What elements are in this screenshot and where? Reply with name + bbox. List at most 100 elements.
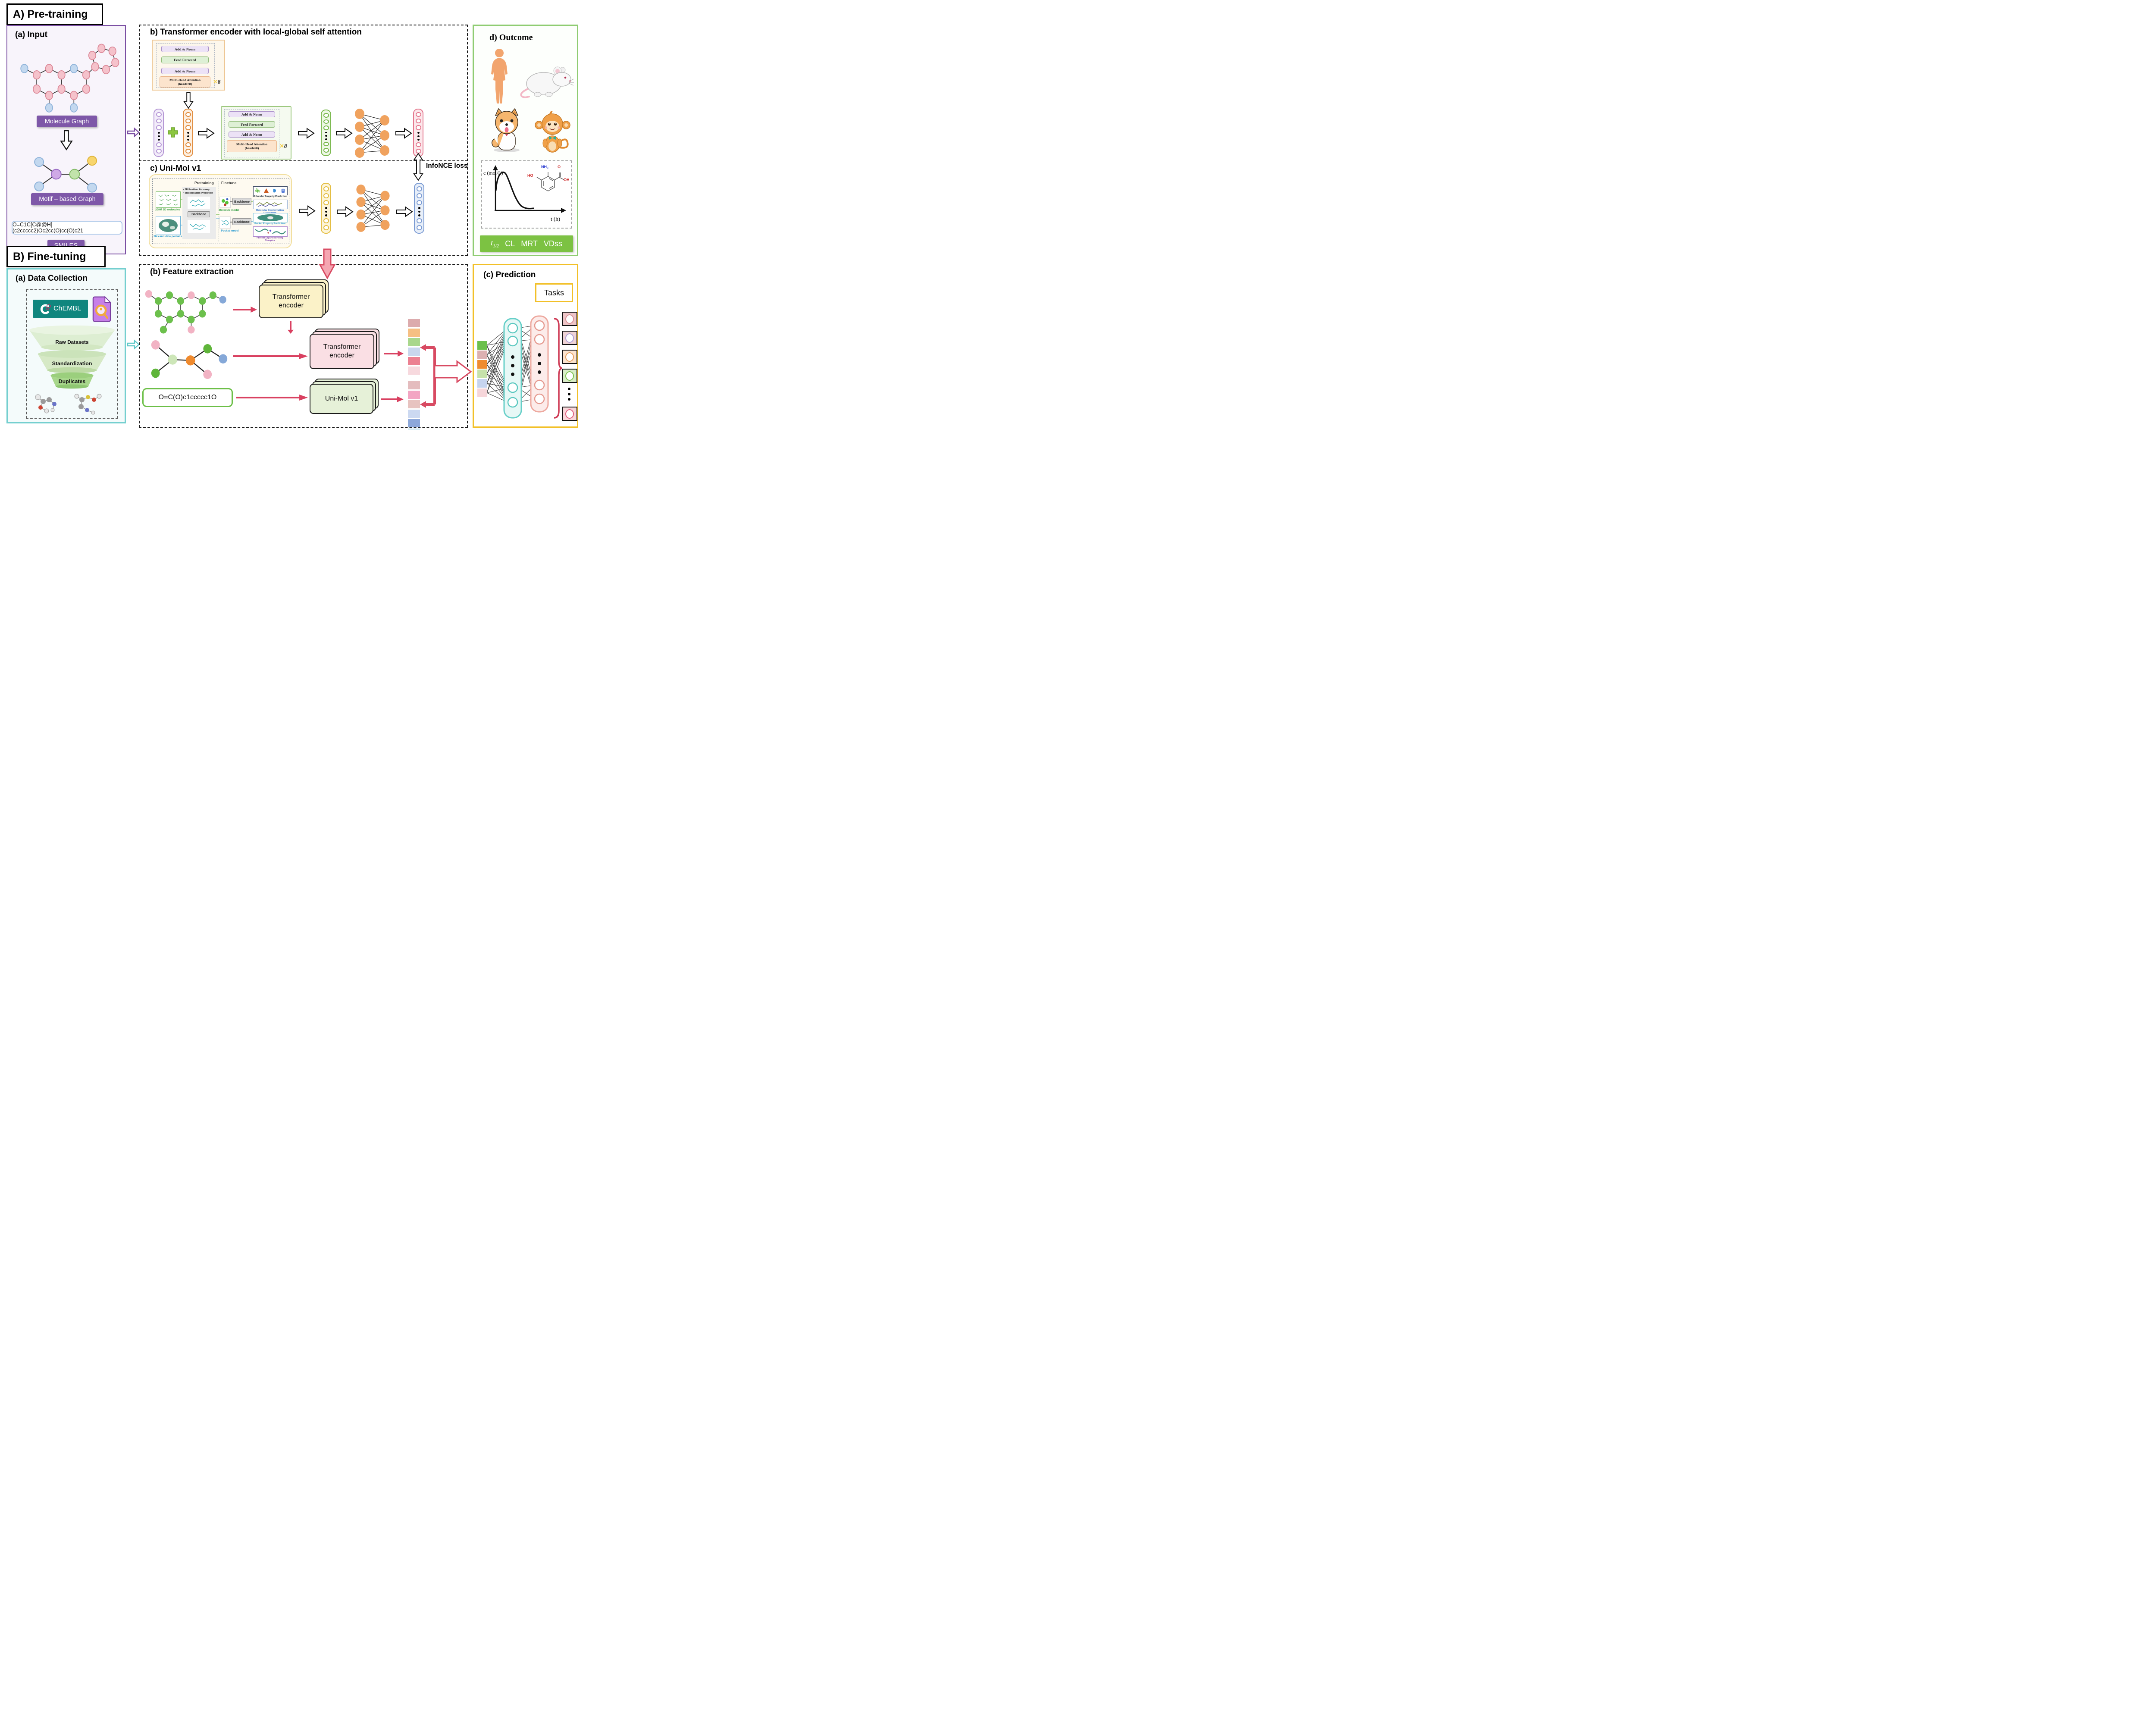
- human-icon: [491, 49, 508, 103]
- add-norm-3: Add & Norm: [229, 111, 275, 117]
- unimol-conformer-thumb-2: [188, 220, 210, 233]
- unimol-title: c) Uni-Mol v1: [150, 164, 201, 173]
- unimol-molecule-thumb: [219, 197, 231, 208]
- transformer-encoder-label-2: Transformer encoder: [323, 343, 361, 359]
- pk-metrics-bar: t1/2 CL MRT VDss: [480, 235, 573, 252]
- token-vector-orange: [183, 109, 193, 157]
- unimol-output-1-label: Molecular Property Prediction: [253, 195, 287, 198]
- smiles2-box: O=C(O)c1ccccc1O: [142, 388, 233, 407]
- chevron-arrow-6: [337, 206, 354, 217]
- feature-extraction-box: [139, 264, 468, 428]
- projection-network-2: [356, 185, 390, 232]
- red-arrow-4: [236, 395, 308, 401]
- chembl-label: ChEMBL: [53, 305, 81, 312]
- infonce-arrow: [413, 153, 423, 181]
- tasks-brace: [554, 318, 563, 419]
- unimol-conformer-thumb-1: [188, 197, 210, 209]
- metric-vdss: VDss: [543, 239, 562, 248]
- monkey-icon: [535, 111, 570, 153]
- feature-extraction-title: (b) Feature extraction: [150, 267, 234, 276]
- add-norm-4: Add & Norm: [229, 132, 275, 138]
- encoder-title: b) Transformer encoder with local-global…: [150, 28, 362, 37]
- prediction-network: [477, 315, 549, 419]
- metric-mrt: MRT: [521, 239, 538, 248]
- unimol-pocket-model-label: Pocket model: [221, 229, 239, 232]
- unimol-output-thumb-2: [253, 200, 288, 209]
- smiles-value-box: O=C1C[C@@H](c2ccccc2)Oc2cc(O)cc(O)c21: [12, 221, 122, 235]
- finetuning-title-box: B) Fine-tuning: [6, 246, 106, 267]
- feature-column-transformer: [408, 319, 420, 375]
- transformer-encoder-stack-yellow: Transformer encoder: [259, 279, 329, 318]
- data-funnel: Raw Datasets Standardization Duplicates: [29, 325, 115, 389]
- output-vector-blue: [414, 183, 424, 234]
- times-count: 8: [284, 143, 287, 149]
- pk-chart: [493, 165, 566, 213]
- pretrain-to-finetune-arrow: [319, 248, 336, 280]
- input-to-encoder-arrow: [127, 127, 140, 138]
- unimol-molecules-label: 209M 3D molecules: [155, 208, 181, 211]
- plus-icon: [168, 127, 178, 138]
- transformer-encoder-block: Add & Norm Feed Forward Add & Norm Multi…: [221, 106, 291, 160]
- metric-cl: CL: [505, 239, 515, 248]
- unimol-output-thumb-1: [253, 186, 288, 195]
- unimol-molecules-thumb: [156, 191, 181, 208]
- unimol-finetune-label: Finetune: [221, 181, 237, 185]
- feature-column-unimol: [408, 381, 420, 429]
- multi-head-attention-2: Multi-Head Attention (heads=8): [227, 140, 277, 152]
- feed-forward-1: Feed Forward: [161, 56, 209, 63]
- figure-canvas: A) Pre-training (a) Input: [0, 0, 585, 429]
- standardization-label: Standardization: [52, 360, 92, 367]
- unimol-output-4-label: Protein-Ligand Binding Complex: [257, 237, 283, 242]
- molecule-graph-label: Molecule Graph: [37, 116, 97, 127]
- projection-network-1: [355, 109, 389, 158]
- feed-forward-2: Feed Forward: [229, 121, 275, 128]
- outcome-panel: d) Outcome: [473, 25, 578, 256]
- unimol-backbone-1: Backbone: [188, 211, 210, 217]
- dog-icon: [492, 108, 520, 152]
- motif-graph: [34, 156, 97, 193]
- molecule-graph: [20, 44, 119, 113]
- chembl-logo: ChEMBL: [33, 300, 88, 318]
- chem-o-label: O: [558, 165, 561, 169]
- unimol-bullet-2: • Masked Atom Prediction: [183, 192, 213, 194]
- pk-y-axis-label: c (mol/L): [483, 170, 503, 176]
- unimol-figure: Pretraining Finetune 209M 3D molecules 3…: [149, 174, 292, 248]
- chevron-arrow-1: [198, 128, 215, 139]
- pk-x-axis-label: t (h): [551, 216, 561, 222]
- red-arrow-5: [381, 396, 404, 402]
- token-vector-purple: [154, 109, 164, 157]
- unimol-stack: Uni-Mol v1: [310, 379, 379, 414]
- input-panel: (a) Input: [6, 25, 126, 254]
- chem-ho-label: HO: [527, 173, 533, 178]
- embedding-vector-green: [321, 110, 331, 156]
- pk-chart-box: c (mol/L) t (h) HO NH₂ O OH: [481, 160, 572, 229]
- chem-nh2-label: NH₂: [541, 165, 548, 169]
- unimol-stack-label: Uni-Mol v1: [325, 395, 358, 402]
- task-box-1: [562, 312, 577, 326]
- task-box-4: [562, 369, 577, 383]
- unimol-output-thumb-3: [253, 213, 288, 222]
- unimol-output-3-label: Pocket Property Prediction: [254, 222, 285, 225]
- chem-oh-label: OH: [564, 178, 570, 182]
- unimol-connectors: [180, 199, 253, 226]
- unimol-output-thumb-4: [253, 226, 288, 237]
- chevron-arrow-3: [336, 128, 353, 139]
- infonce-loss-label: InfoNCE loss: [426, 162, 468, 169]
- chevron-arrow-5: [299, 205, 316, 216]
- embedding-vector-yellow: [321, 183, 331, 234]
- prediction-panel: (c) Prediction Tasks: [473, 264, 578, 428]
- encoder-unimol-box: [139, 25, 468, 256]
- unimol-pretraining-label: Pretraining: [194, 181, 214, 185]
- transformer-mini-block: Add & Norm Feed Forward Add & Norm Multi…: [152, 40, 225, 91]
- molecule-graph-green: [145, 290, 226, 334]
- times-icon: ✕: [279, 143, 284, 149]
- feature-merge-bracket: [420, 344, 472, 408]
- chembl-icon: [40, 304, 51, 314]
- finetuning-title: B) Fine-tuning: [13, 250, 86, 263]
- metric-thalf: t1/2: [491, 238, 499, 249]
- search-document-icon: [92, 296, 112, 322]
- pretraining-title: A) Pre-training: [13, 8, 88, 20]
- task-ellipsis: [568, 388, 570, 401]
- tasks-box: Tasks: [535, 283, 573, 302]
- unimol-backbone-2: Backbone: [232, 198, 251, 205]
